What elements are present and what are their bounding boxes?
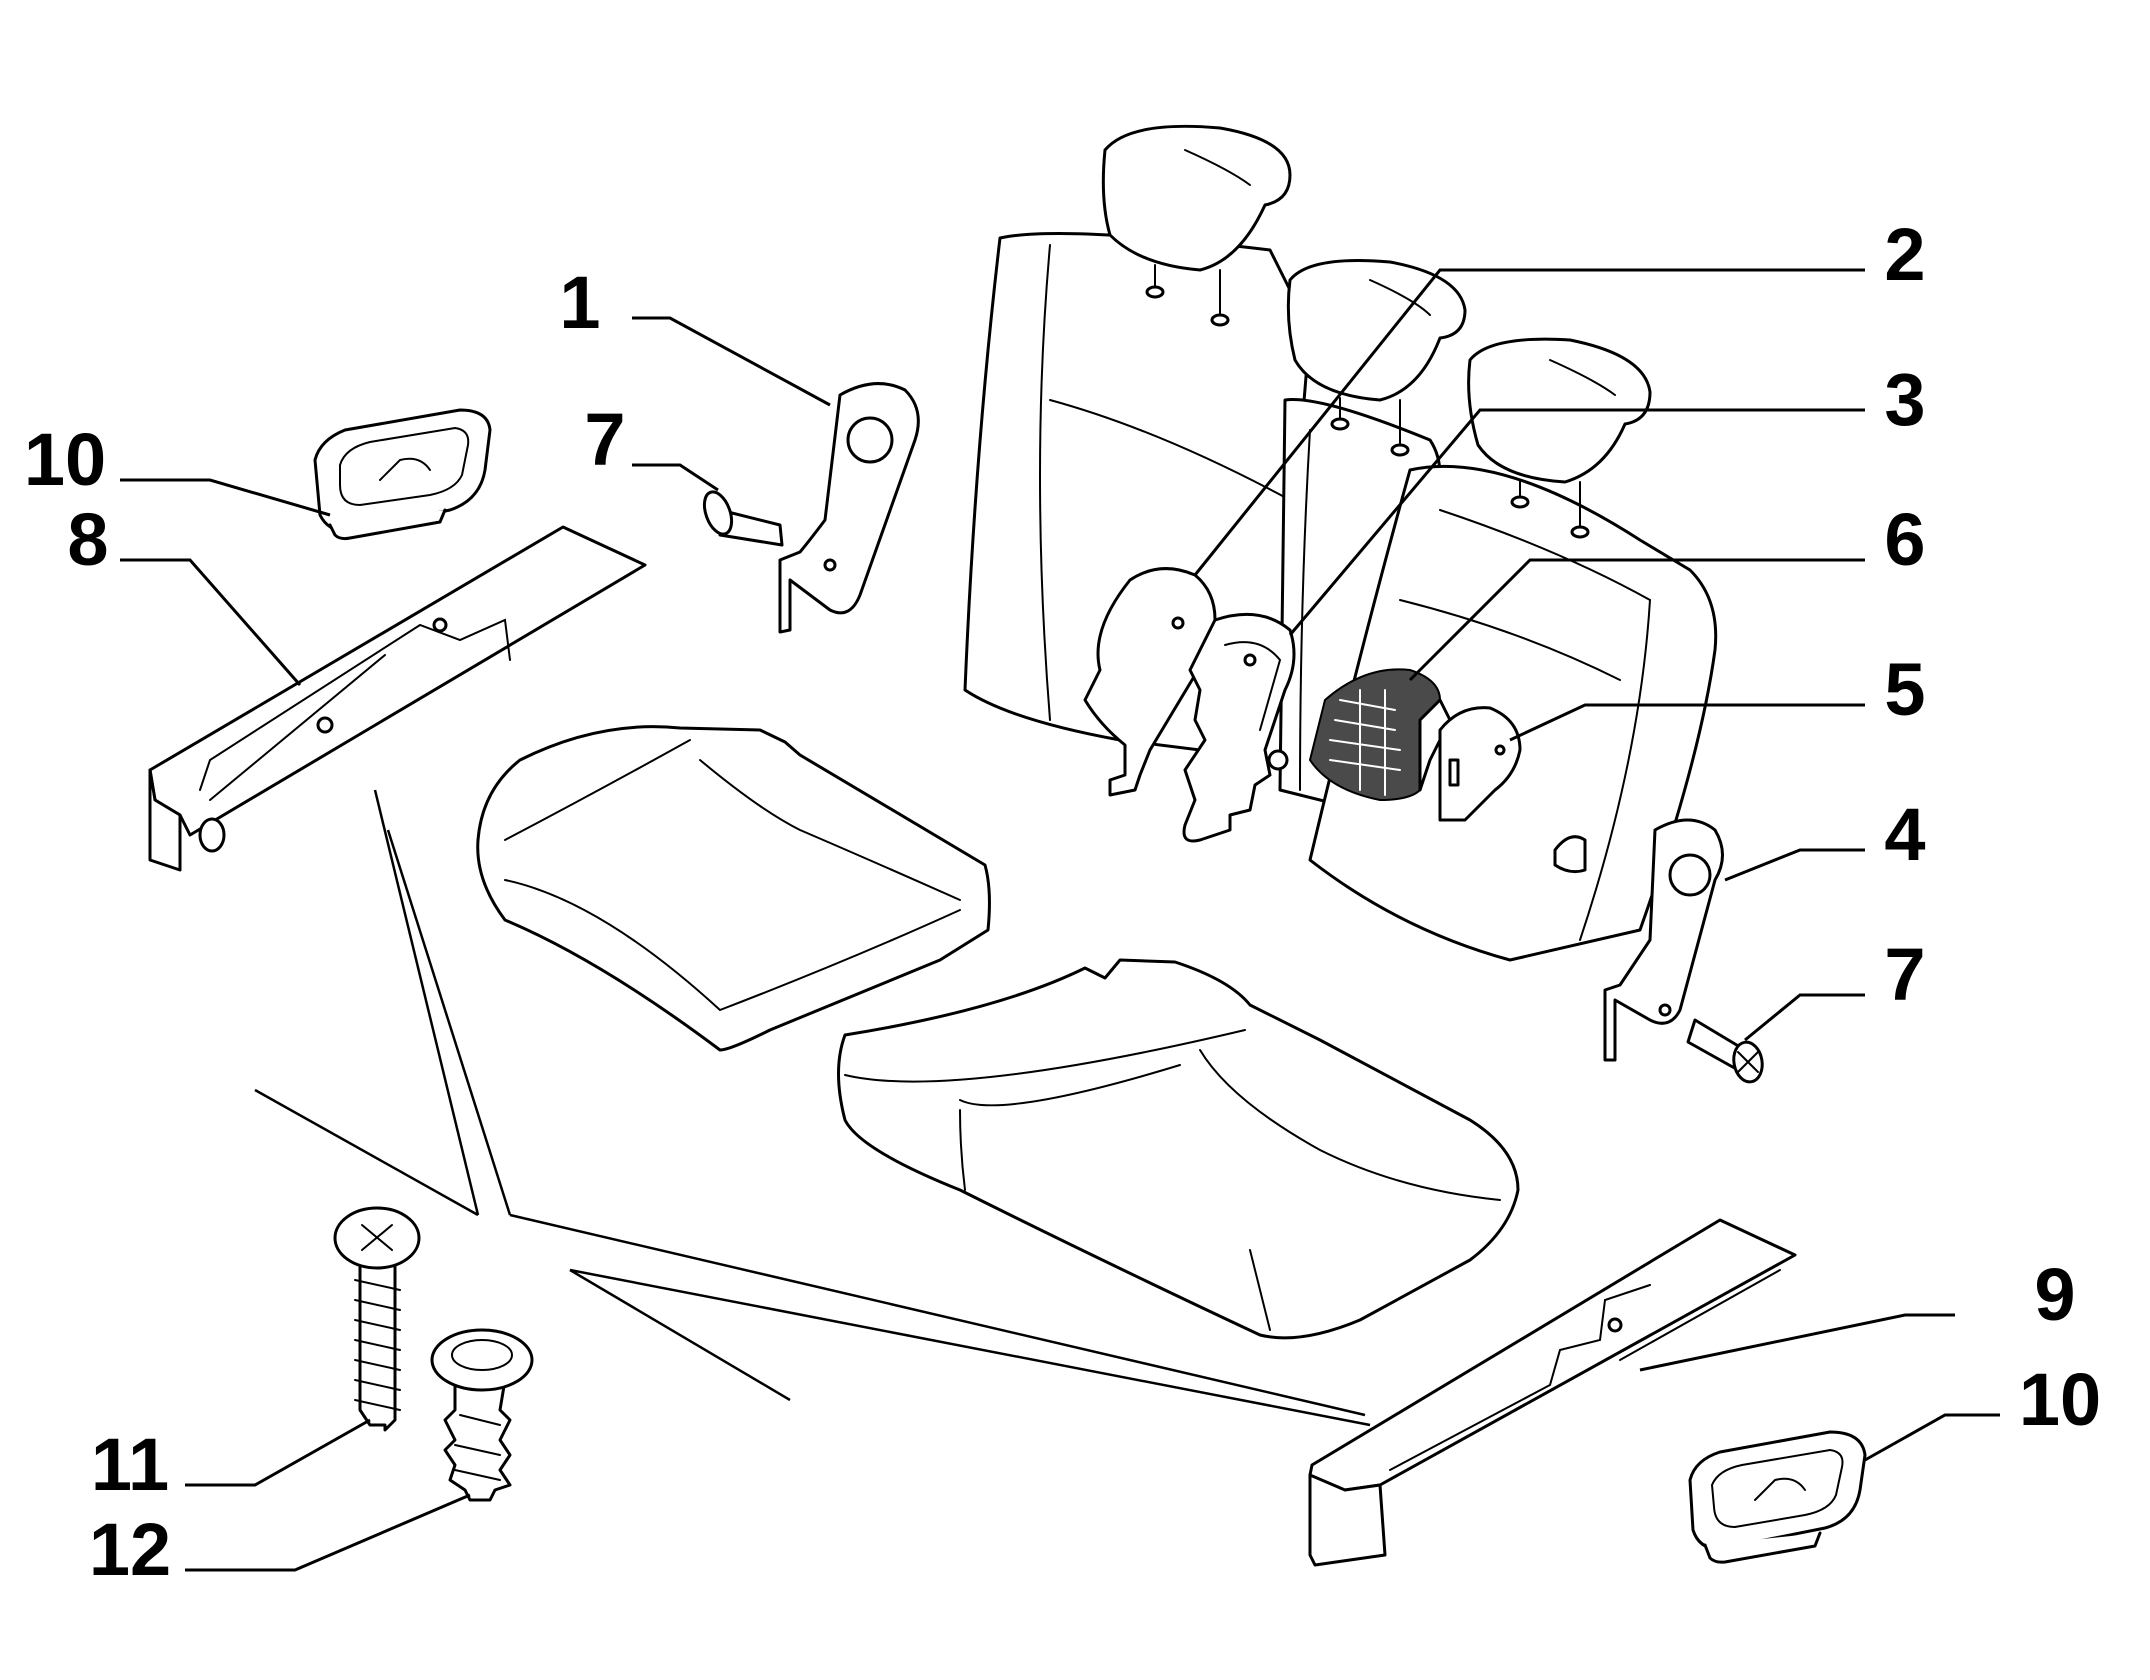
callout-10-lower: 10	[2019, 1358, 2101, 1441]
callout-1: 1	[559, 261, 600, 344]
part-8-left-trim-rail	[148, 525, 647, 872]
callout-4: 4	[1884, 793, 1925, 876]
leader-10-lower	[1864, 1413, 2000, 1462]
callout-3: 3	[1884, 358, 1925, 441]
leader-1	[632, 316, 831, 407]
seat-cushion-right	[837, 958, 1520, 1340]
part-11-screw	[333, 1206, 421, 1432]
callout-6: 6	[1884, 498, 1925, 581]
part-6-recliner-mechanism	[1308, 668, 1452, 802]
part-10-grommet-upper	[313, 408, 492, 541]
callout-9: 9	[2034, 1253, 2075, 1336]
leader-11	[185, 1418, 371, 1487]
callout-8: 8	[67, 498, 108, 581]
guide-lines	[254, 789, 1371, 1427]
part-12-push-clip	[430, 1328, 534, 1502]
leader-12	[185, 1493, 471, 1572]
part-9-right-trim-rail	[1308, 1218, 1797, 1567]
part-5-end-cap	[1438, 706, 1522, 822]
callout-12: 12	[89, 1508, 171, 1591]
callout-11: 11	[91, 1423, 169, 1506]
callout-5: 5	[1884, 648, 1925, 731]
leader-10-upper	[120, 478, 331, 517]
part-3-lever-housing	[1182, 612, 1296, 843]
leader-2	[1193, 268, 1865, 576]
callout-numbers: 1 2 3 4 5 6 7 7 8 9 10 10 11 12	[24, 213, 2101, 1591]
part-10-grommet-lower	[1688, 1430, 1867, 1564]
callout-7-lower: 7	[1884, 933, 1925, 1016]
part-2-side-cover	[1083, 567, 1217, 797]
part-7-bolt-lower	[1686, 1018, 1764, 1084]
leader-6	[1408, 558, 1865, 682]
callout-2: 2	[1884, 213, 1925, 296]
callout-7-upper: 7	[584, 398, 625, 481]
leader-3	[1288, 408, 1865, 636]
leader-lines	[120, 268, 2000, 1572]
leader-8	[120, 558, 302, 686]
leader-9	[1639, 1313, 1955, 1372]
leader-7-upper	[632, 463, 719, 492]
seat-back-assembly	[963, 124, 1718, 962]
part-1-hinge-bracket	[778, 382, 920, 634]
leader-4	[1724, 848, 1865, 882]
leader-5	[1509, 703, 1865, 742]
part-7-bolt-upper	[702, 490, 784, 547]
callout-10-upper: 10	[24, 418, 106, 501]
seat-cushion-left	[476, 725, 991, 1052]
leader-7-lower	[1744, 993, 1865, 1042]
part-4-hinge-bracket	[1603, 818, 1724, 1062]
